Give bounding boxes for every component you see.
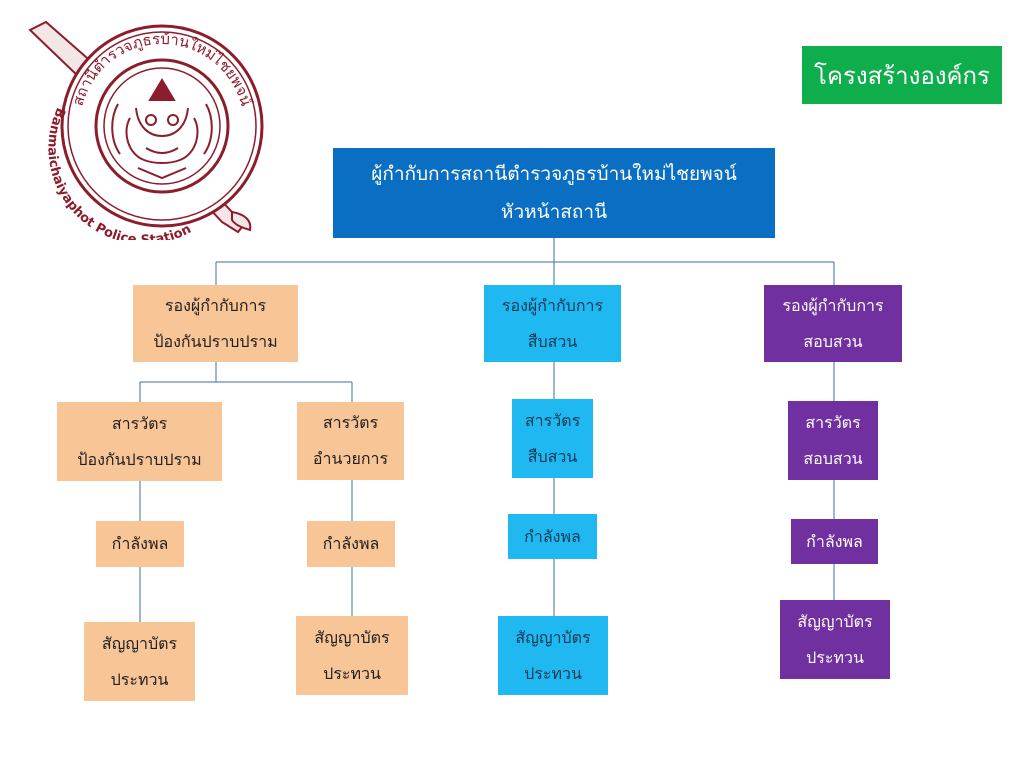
officers-prevention-commissioned: สัญญาบัตร: [101, 633, 178, 653]
officers-inquiry-box: สัญญาบัตร ประทวน: [780, 600, 890, 679]
staff-prevention-box: กำลังพล: [96, 521, 184, 567]
officers-admin-box: สัญญาบัตร ประทวน: [296, 616, 408, 695]
inspector-admin-title: สารวัตร: [322, 413, 379, 432]
deputy-prevention-box: รองผู้กำกับการ ป้องกันปราบปราม: [133, 285, 298, 362]
officers-inquiry-noncommissioned: ประทวน: [806, 647, 864, 667]
head-role-line: หัวหน้าสถานี: [500, 201, 608, 223]
inspector-investigation-unit: สืบสวน: [527, 446, 578, 466]
station-head-box: ผู้กำกับการสถานีตำรวจภูธรบ้านใหม่ไชยพจน์…: [333, 148, 775, 238]
head-title-line: ผู้กำกับการสถานีตำรวจภูธรบ้านใหม่ไชยพจน์: [371, 163, 737, 185]
inspector-investigation-title: สารวัตร: [524, 410, 581, 430]
inspector-prevention-title: สารวัตร: [111, 413, 168, 433]
emblem-icon: [111, 78, 213, 180]
officers-investigation-commissioned: สัญญาบัตร: [515, 627, 591, 647]
officers-investigation-box: สัญญาบัตร ประทวน: [498, 616, 608, 695]
inspector-inquiry-title: สารวัตร: [805, 412, 861, 432]
police-station-seal-logo: สถานีตำรวจภูธรบ้านใหม่ไชยพจน์ Banmaichai…: [28, 20, 264, 240]
staff-investigation-box: กำลังพล: [508, 514, 597, 559]
staff-inquiry-label: กำลังพล: [806, 531, 863, 551]
officers-prevention-noncommissioned: ประทวน: [110, 669, 169, 689]
inspector-prevention-unit: ป้องกันปราบปราม: [77, 449, 202, 469]
staff-investigation-label: กำลังพล: [524, 526, 581, 546]
inspector-prevention-box: สารวัตร ป้องกันปราบปราม: [57, 402, 222, 481]
staff-prevention-label: กำลังพล: [111, 534, 169, 553]
inspector-inquiry-box: สารวัตร สอบสวน: [788, 401, 878, 480]
officers-prevention-box: สัญญาบัตร ประทวน: [84, 622, 195, 701]
deputy-investigation-title: รองผู้กำกับการ: [501, 295, 604, 315]
staff-inquiry-box: กำลังพล: [791, 519, 878, 564]
officers-admin-noncommissioned: ประทวน: [323, 663, 381, 683]
inspector-inquiry-unit: สอบสวน: [803, 448, 863, 468]
staff-admin-box: กำลังพล: [307, 521, 395, 567]
deputy-inquiry-box: รองผู้กำกับการ สอบสวน: [764, 285, 902, 362]
officers-investigation-noncommissioned: ประทวน: [524, 663, 582, 683]
deputy-prevention-unit: ป้องกันปราบปราม: [153, 331, 278, 351]
inspector-investigation-box: สารวัตร สืบสวน: [512, 399, 593, 478]
page-title: โครงสร้างองค์กร: [802, 46, 1002, 104]
staff-admin-label: กำลังพล: [322, 534, 380, 553]
deputy-inquiry-title: รองผู้กำกับการ: [782, 295, 884, 315]
officers-inquiry-commissioned: สัญญาบัตร: [797, 611, 873, 631]
inspector-admin-box: สารวัตร อำนวยการ: [297, 402, 404, 480]
inspector-admin-unit: อำนวยการ: [312, 449, 389, 468]
officers-admin-commissioned: สัญญาบัตร: [314, 627, 390, 647]
deputy-investigation-unit: สืบสวน: [527, 331, 578, 351]
deputy-prevention-title: รองผู้กำกับการ: [164, 295, 267, 315]
deputy-investigation-box: รองผู้กำกับการ สืบสวน: [484, 285, 621, 362]
deputy-inquiry-unit: สอบสวน: [803, 331, 863, 351]
